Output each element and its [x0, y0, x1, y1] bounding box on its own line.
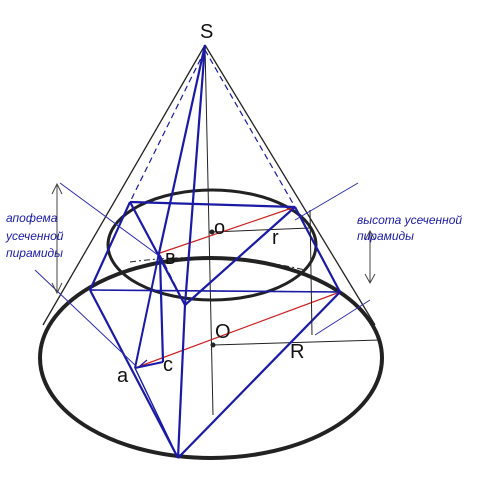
segment-v-b	[159, 257, 186, 306]
label-bottom-radius-r: R	[290, 341, 304, 363]
inner-dash-dot-curve	[129, 257, 306, 271]
height-arrow-top-head	[364, 229, 376, 241]
top-edge-3	[184, 206, 296, 306]
height-guide-bottom	[314, 299, 371, 336]
apothem-arrow-bottom-head	[51, 282, 63, 295]
height-vertical-projection	[309, 209, 313, 336]
top-edge-1	[129, 200, 296, 209]
frustum-edge-left	[88, 201, 132, 291]
label-top-center-o: o	[214, 217, 225, 239]
label-top-radius-r: r	[272, 227, 279, 249]
label-point-v: в	[165, 247, 176, 269]
apothem-annotation-lines	[34, 182, 159, 366]
apothem-guide-top	[59, 182, 159, 256]
pyramid	[88, 44, 341, 459]
vertical-v-to-c	[158, 257, 165, 363]
bottom-center-point	[210, 342, 216, 348]
edge-apex-to-b	[183, 44, 207, 306]
cone-generatrix-right	[204, 44, 376, 326]
bottom-edge-right	[177, 291, 341, 459]
cone-axis	[204, 44, 214, 416]
apothem-line	[134, 257, 159, 369]
label-point-a: a	[117, 365, 129, 387]
label-point-c: c	[163, 354, 173, 376]
apothem-caption-line-1: апофема	[6, 211, 58, 225]
top-center-point	[209, 229, 215, 235]
radius-lines	[134, 206, 341, 369]
segment-a-c	[134, 361, 164, 369]
apothem-arrow-top-head	[51, 182, 63, 195]
label-apex-s: S	[200, 21, 213, 43]
hidden-edges	[89, 49, 341, 306]
apothem-caption-line-2: усеченной	[5, 229, 64, 243]
cone-generatrix-left	[42, 44, 206, 326]
radius-bottom-red	[134, 291, 341, 369]
cone	[37, 44, 385, 460]
hidden-edge-apex-right	[204, 49, 296, 208]
top-center-to-r-line	[211, 227, 311, 233]
frustum-edge-right	[294, 206, 341, 293]
hidden-edge-apex-left	[129, 49, 206, 203]
segment-a-bottom	[134, 367, 179, 459]
height-arrow-bottom-head	[364, 273, 376, 285]
apothem-guide-bottom	[34, 269, 136, 366]
height-caption-line-1: высота усеченной	[357, 213, 462, 227]
radius-top-red	[159, 206, 296, 254]
height-annotation-lines	[294, 182, 376, 336]
base-radius-line	[212, 339, 381, 346]
height-caption-line-2: пирамиды	[357, 229, 414, 243]
bottom-edge-left	[89, 289, 179, 459]
height-guide-top	[294, 182, 359, 221]
frustum-edge-front	[176, 304, 187, 459]
bottom-edge-back	[89, 289, 341, 293]
apothem-caption-line-3: пирамиды	[6, 246, 63, 260]
edge-apex-to-v	[156, 44, 207, 259]
small-tick	[139, 359, 148, 367]
label-bottom-center-o: O	[215, 321, 231, 343]
